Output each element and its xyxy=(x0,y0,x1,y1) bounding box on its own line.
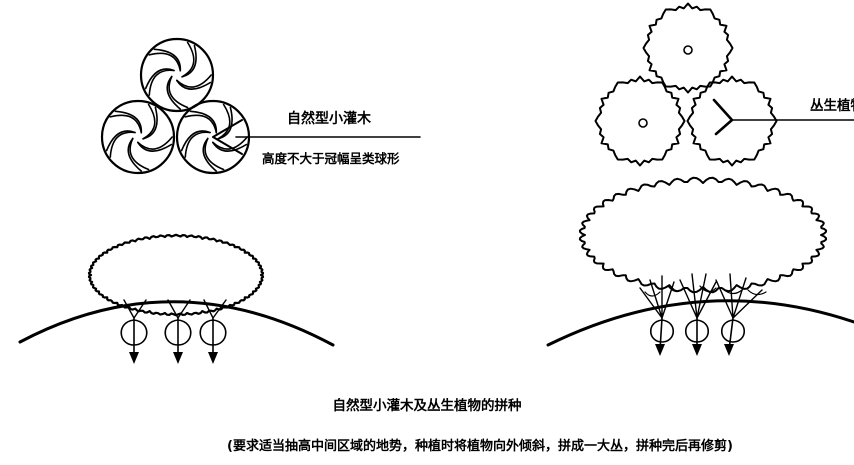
clump-plant-label: 丛生植物 xyxy=(810,97,854,114)
clump-plant-elevation xyxy=(546,176,854,356)
caption-title: 自然型小灌木及丛生植物的拼种 xyxy=(333,397,522,414)
natural-shrub-label: 自然型小灌木 xyxy=(287,110,372,127)
natural-shrub-note: 高度不大于冠幅呈类球形 xyxy=(262,151,400,166)
natural-shrub-leader xyxy=(212,119,421,155)
clump-plant-plan xyxy=(594,2,778,167)
caption-note: (要求适当抽高中间区域的地势，种植时将植物向外倾斜，拼成一大丛，拼种完后再修剪) xyxy=(227,438,733,454)
natural-shrub-elevation xyxy=(18,233,335,364)
natural-shrub-plan xyxy=(100,37,251,175)
